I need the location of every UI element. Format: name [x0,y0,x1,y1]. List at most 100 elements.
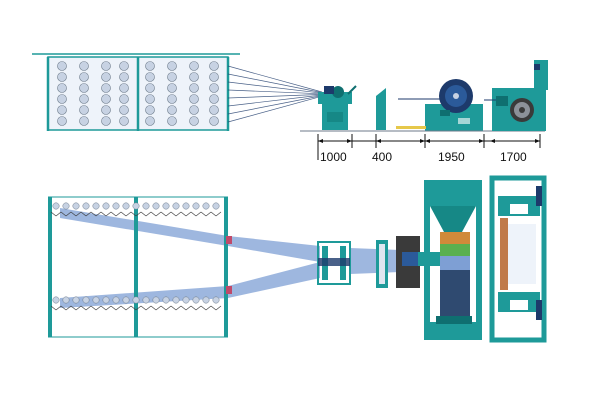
bobbin-plan [72,202,80,210]
bobbin-side [145,105,155,115]
yarn-zigzag [70,211,77,217]
bobbin-side [189,72,199,82]
yarn-line [227,81,323,94]
bobbin-side [209,94,219,104]
bobbin-side [57,116,67,126]
bobbin-plan [122,202,130,210]
bobbin-array-side [57,61,219,126]
yarn-line [227,94,323,99]
bobbin-plan [72,296,80,304]
takeup-unit-side [484,60,548,131]
bobbin-side [145,116,155,126]
bobbin-plan [92,296,100,304]
bobbin-side [79,94,89,104]
bobbin-side [167,116,177,126]
dimension-label-1700: 1700 [500,150,527,164]
tension-unit-side [318,85,357,130]
yarn-zigzag [145,305,152,311]
bobbin-plan [112,296,120,304]
bobbin-side [189,83,199,93]
yarn-zigzag [70,305,77,311]
bobbin-plan [82,202,90,210]
yarn-zigzag [90,305,97,311]
yarn-zigzag [135,211,142,217]
side-elevation-view: 1000 400 1950 1700 [32,53,548,164]
bobbin-plan [62,296,70,304]
bobbin-side [209,116,219,126]
bobbin-plan [142,296,150,304]
bobbin-plan [132,296,140,304]
bobbin-side [101,83,111,93]
bobbin-side [167,105,177,115]
yarn-zigzag [200,211,207,217]
yarn-zigzag [160,305,167,311]
bobbin-side [101,72,111,82]
bobbin-side [189,94,199,104]
yarn-line [227,89,323,95]
bobbin-side [101,116,111,126]
yarn-zigzag [215,305,222,311]
bobbin-side [209,105,219,115]
yarn-zigzag [215,211,222,217]
yarn-zigzag [140,211,147,217]
yarn-zigzag [140,305,147,311]
yarn-zigzag [80,211,87,217]
yarn-zigzag [65,211,72,217]
bobbin-plan [172,296,180,304]
yarn-zigzag [180,211,187,217]
bobbin-plan [192,202,200,210]
bobbin-side [79,116,89,126]
bobbin-side [167,83,177,93]
takeup-unit-plan [489,175,547,343]
bobbin-plan [142,202,150,210]
warping-beam-machine-side [398,79,483,131]
bobbin-side [189,105,199,115]
bobbin-side [209,61,219,71]
yarn-sheet-side [227,65,323,123]
yarn-zigzag [105,211,112,217]
bobbin-plan [152,296,160,304]
yarn-zigzag [205,211,212,217]
yarn-zigzag [160,211,167,217]
yarn-line [227,95,323,115]
dimension-label-1000: 1000 [320,150,347,164]
bobbin-side [167,61,177,71]
yarn-zigzag [95,211,102,217]
bobbin-plan [52,296,60,304]
bobbin-plan [152,202,160,210]
yarn-zigzag [195,305,202,311]
bobbin-plan [82,296,90,304]
yarn-zigzag [185,211,192,217]
bobbin-plan [62,202,70,210]
bobbin-plan [202,296,210,304]
yarn-zigzag [125,211,132,217]
yarn-zigzag [85,305,92,311]
bobbin-side [57,72,67,82]
bobbin-side [119,83,129,93]
bobbin-side [145,83,155,93]
yarn-zigzag [115,211,122,217]
bobbin-plan [112,202,120,210]
bobbin-plan [172,202,180,210]
bobbin-side [79,61,89,71]
bobbin-side [119,72,129,82]
yarn-zigzag [150,305,157,311]
yarn-zigzag [210,211,217,217]
yarn-line [227,95,323,123]
bobbin-side [57,83,67,93]
bobbin-row-bottom [50,296,222,311]
yarn-zigzag [55,211,62,217]
bobbin-plan [202,202,210,210]
creel-frame-side [32,53,240,131]
yarn-zigzag [90,211,97,217]
tension-unit-plan [317,241,351,285]
bobbin-side [101,61,111,71]
bobbin-plan [212,296,220,304]
yarn-line [227,73,323,93]
yarn-zigzag [60,305,67,311]
yarn-zigzag [125,305,132,311]
yarn-zigzag [170,305,177,311]
bobbin-side [167,94,177,104]
expanding-comb-side [376,88,386,130]
